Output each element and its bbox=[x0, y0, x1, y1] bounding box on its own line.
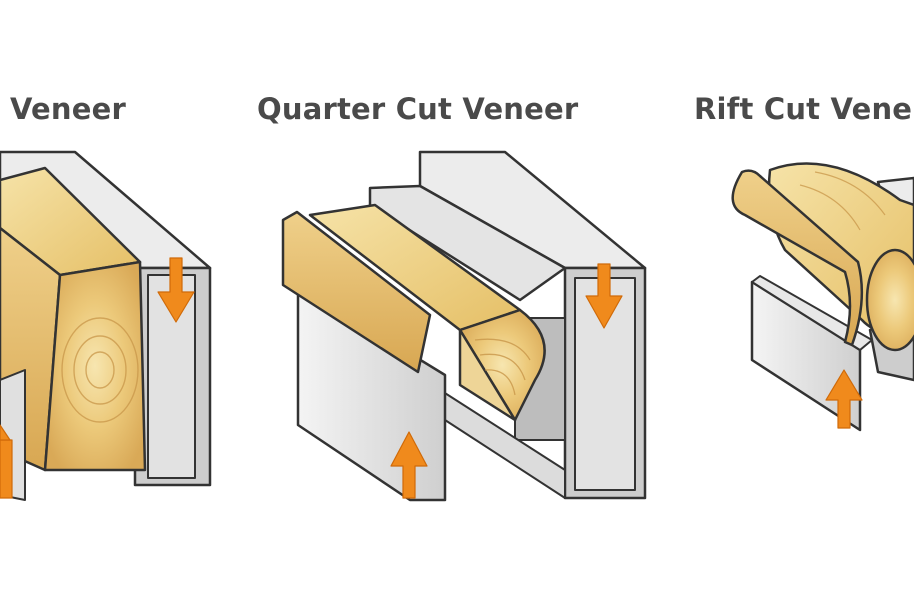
arrow-down-icon bbox=[157, 257, 195, 323]
quarter-log-face bbox=[458, 328, 517, 422]
panel-title-quarter-cut: Quarter Cut Veneer bbox=[257, 92, 579, 126]
panel-rift-cut-illustration bbox=[731, 162, 914, 432]
arrow-up-icon bbox=[0, 424, 13, 499]
veneer-sheet bbox=[731, 169, 864, 347]
quarter-log-end-grain bbox=[458, 308, 546, 422]
panel-title-veneer: Veneer bbox=[10, 92, 127, 126]
clamp-rail-step bbox=[368, 184, 567, 302]
panel-veneer-illustration bbox=[0, 150, 212, 501]
arrow-down-icon bbox=[585, 263, 623, 329]
growth-rings bbox=[799, 171, 886, 231]
panel-quarter-cut-illustration bbox=[281, 150, 647, 502]
rift-log-end bbox=[865, 248, 914, 352]
arrow-up-icon bbox=[825, 369, 863, 429]
log-end-grain bbox=[43, 260, 147, 472]
clamp-plate-front bbox=[574, 277, 636, 491]
arrow-up-icon bbox=[390, 431, 428, 499]
veneer-sheet bbox=[281, 210, 432, 374]
growth-rings bbox=[61, 317, 139, 423]
growth-rings bbox=[474, 338, 531, 396]
panel-title-rift-cut: Rift Cut Vene bbox=[694, 92, 913, 126]
